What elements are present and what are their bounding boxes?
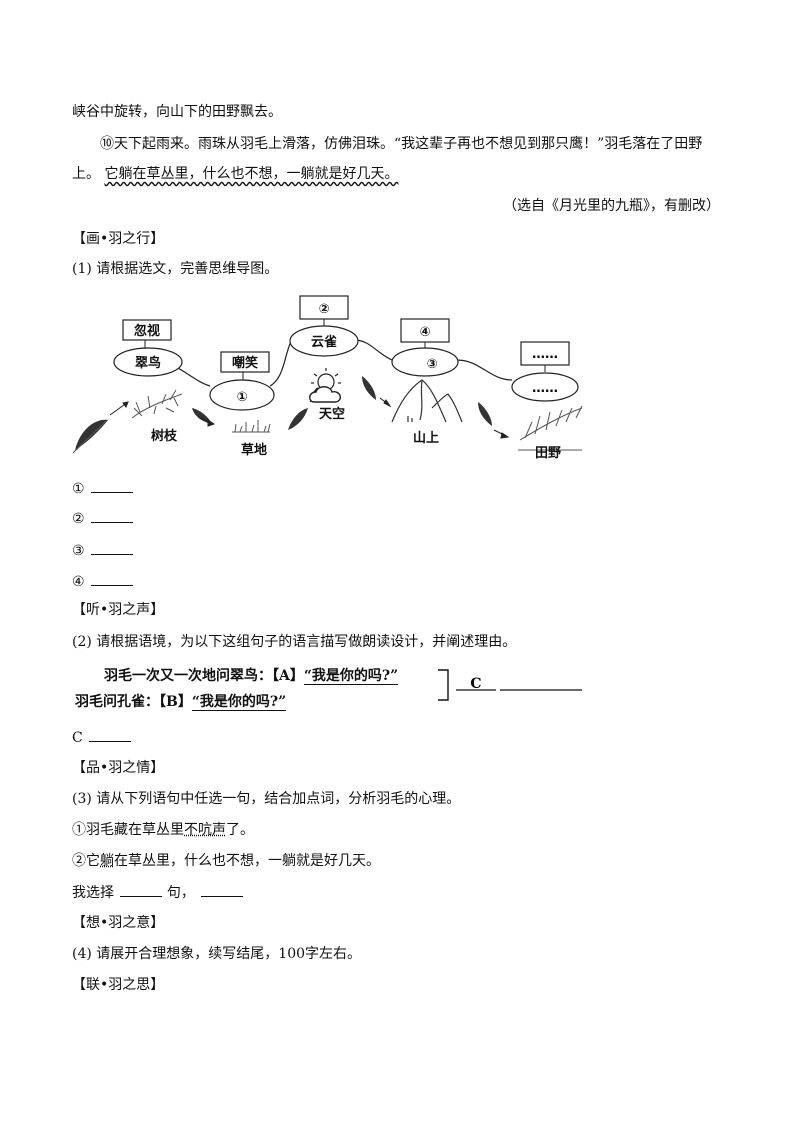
- answer-label: ①: [72, 481, 85, 497]
- field-icon: [518, 405, 583, 451]
- feather-icon: [288, 408, 308, 430]
- answer-label: ④: [72, 574, 85, 590]
- box-blank-4: [400, 318, 450, 343]
- sentence-b-quote: “我是你的吗?”: [191, 694, 287, 711]
- sentence-b: 羽毛问孔雀：【B】“我是你的吗?”: [75, 692, 287, 712]
- oval-kingfisher: [113, 347, 183, 377]
- box-blank-4-label: ④: [419, 325, 430, 340]
- choose-text: 句，: [166, 885, 195, 901]
- place-sky: 天空: [319, 406, 345, 422]
- bracket-label: C: [470, 676, 481, 692]
- sentence-a-prefix: 羽毛一次又一次地问翠鸟：【A】: [104, 668, 304, 684]
- option-text: ②它: [72, 853, 100, 869]
- box-blank-2-label: ②: [318, 302, 329, 317]
- oval-lark-label: 云雀: [311, 334, 337, 350]
- feather-icon: [72, 419, 108, 454]
- box-ellipsis-top: [520, 341, 570, 366]
- answer-line-3: ③: [72, 540, 134, 561]
- oval-ellipsis-label: ……: [532, 381, 558, 396]
- section-header-imagine: 【想•羽之意】: [72, 915, 165, 931]
- answer-label: ②: [72, 511, 85, 527]
- place-field: 田野: [535, 446, 561, 461]
- dotted-word: 不吭声: [184, 822, 226, 838]
- option-sentence-1: ①羽毛藏在草丛里不吭声了。: [72, 820, 254, 840]
- option-text: 了。: [226, 822, 254, 838]
- place-branch: 树枝: [151, 428, 178, 444]
- box-ellipsis-top-label: ……: [532, 347, 558, 362]
- oval-kingfisher-label: 翠鸟: [135, 355, 161, 371]
- passage-para-10-cont: 上。 它躺在草丛里，什么也不想，一躺就是好几天。: [72, 164, 398, 184]
- answer-blank[interactable]: [201, 882, 244, 897]
- option-text: 在草丛里，什么也不想，一躺就是好几天。: [114, 853, 380, 869]
- box-mock-label: 嘲笑: [232, 355, 258, 371]
- sentence-b-prefix: 羽毛问孔雀：【B】: [75, 694, 192, 710]
- place-grass: 草地: [241, 442, 267, 458]
- answer-blank[interactable]: [91, 540, 134, 555]
- mind-map-connector: [147, 339, 513, 387]
- question-2: (2) 请根据语境，为以下这组句子的语言描写做朗读设计，并阐述理由。: [72, 634, 517, 650]
- answer-line-4: ④: [72, 571, 134, 592]
- answer-blank[interactable]: [91, 508, 134, 523]
- choose-text: 我选择: [72, 885, 114, 901]
- grass-icon: [232, 420, 271, 433]
- answer-line-c: C: [72, 727, 132, 748]
- sentence-a-quote: “我是你的吗?”: [303, 668, 399, 685]
- answer-blank[interactable]: [89, 727, 132, 742]
- question-1: (1) 请根据选文，完善思维导图。: [72, 261, 279, 277]
- answer-label: C: [72, 730, 83, 746]
- oval-blank-1-label: ①: [236, 390, 247, 405]
- arrow-icon: [109, 401, 129, 416]
- dotted-word: 躺: [100, 853, 114, 869]
- option-text: ①羽毛藏在草丛里: [72, 822, 184, 838]
- mind-map: 忽视 嘲笑 ② ④ …… 翠鸟 ① 云雀 ③ ……: [72, 295, 583, 461]
- answer-choose: 我选择 句，: [72, 882, 244, 903]
- answer-blank[interactable]: [120, 882, 163, 897]
- option-sentence-2: ②它躺在草丛里，什么也不想，一躺就是好几天。: [72, 851, 380, 871]
- sentence-a: 羽毛一次又一次地问翠鸟：【A】“我是你的吗?”: [104, 666, 399, 686]
- section-header-connect: 【联•羽之思】: [72, 977, 165, 993]
- answer-line-1: ①: [72, 478, 134, 499]
- mountain-icon: [391, 379, 463, 423]
- question-4: (4) 请展开合理想象，续写结尾，100字左右。: [72, 946, 362, 962]
- passage-para-10: ⑩天下起雨来。雨珠从羽毛上滑落，仿佛泪珠。“我这辈子再也不想见到那只鹰！”羽毛落…: [100, 136, 703, 152]
- answer-line-2: ②: [72, 508, 134, 529]
- feather-icon: [478, 402, 492, 426]
- section-header-savor: 【品•羽之情】: [72, 760, 165, 776]
- box-ignore: [122, 319, 172, 341]
- feather-icon: [362, 376, 376, 400]
- oval-ellipsis: [511, 372, 579, 402]
- sun-cloud-icon: [309, 368, 342, 403]
- box-blank-2: [299, 295, 349, 320]
- oval-blank-3-label: ③: [426, 357, 437, 372]
- answer-label: ③: [72, 543, 85, 559]
- bracket: C: [438, 669, 582, 701]
- box-mock: [220, 351, 270, 373]
- answer-blank[interactable]: [91, 478, 134, 493]
- tree-branch-icon: [131, 389, 183, 419]
- section-header-draw: 【画•羽之行】: [72, 231, 165, 247]
- answer-blank[interactable]: [91, 571, 134, 586]
- arrow-icon: [493, 429, 510, 439]
- box-ignore-label: 忽视: [134, 323, 160, 339]
- passage-source: （选自《月光里的九瓶》，有删改）: [503, 198, 720, 214]
- arrow-icon: [197, 416, 216, 427]
- oval-lark: [289, 325, 359, 357]
- passage-line-1: 峡谷中旋转，向山下的田野飘去。: [72, 104, 282, 120]
- oval-blank-3: [391, 347, 459, 377]
- place-mountain: 山上: [413, 430, 439, 446]
- wavy-underlined-sentence: 它躺在草丛里，什么也不想，一躺就是好几天。: [104, 166, 399, 182]
- section-header-listen: 【听•羽之声】: [72, 602, 165, 618]
- feather-icon: [192, 408, 212, 424]
- question-3: (3) 请从下列语句中任选一句，结合加点词，分析羽毛的心理。: [72, 791, 461, 807]
- passage-text: 上。: [72, 166, 100, 182]
- arrow-icon: [379, 397, 392, 408]
- oval-blank-1: [209, 379, 275, 411]
